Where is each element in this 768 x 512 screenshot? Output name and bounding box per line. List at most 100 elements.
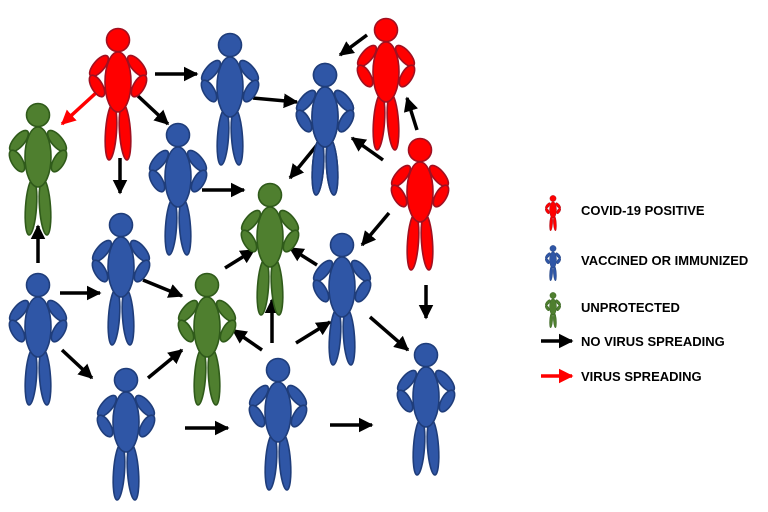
forearm	[295, 109, 313, 133]
head	[407, 137, 433, 163]
forearm	[556, 304, 561, 312]
no-virus-spreading-arrow	[288, 143, 319, 180]
forearm	[8, 319, 26, 343]
forearm	[545, 257, 550, 265]
covid-positive-person-icon	[88, 27, 148, 161]
forearm	[545, 304, 550, 312]
forearm	[390, 184, 408, 208]
torso	[264, 381, 292, 443]
forearm	[432, 184, 450, 208]
head	[413, 342, 439, 368]
legend-positive-label: COVID-19 POSITIVE	[581, 203, 705, 218]
forearm	[50, 319, 68, 343]
head	[113, 367, 139, 393]
torso	[412, 366, 440, 428]
no-virus-spreading-arrow	[295, 320, 332, 345]
forearm	[190, 169, 208, 193]
unprotected-person-icon	[8, 102, 68, 236]
torso	[164, 146, 192, 208]
torso	[372, 41, 400, 103]
forearm	[282, 229, 300, 253]
forearm	[50, 149, 68, 173]
head	[257, 182, 283, 208]
no-virus-spreading-arrow	[224, 248, 256, 270]
torso	[24, 296, 52, 358]
no-virus-spreading-arrow	[350, 136, 385, 162]
unprotected-person-icon	[240, 182, 300, 316]
no-virus-spreading-arrow	[368, 315, 410, 352]
head	[549, 292, 557, 299]
no-virus-spreading-arrow	[360, 211, 391, 247]
torso	[24, 126, 52, 188]
vaccinated-person-icon	[312, 232, 372, 366]
covid-positive-person-icon	[356, 17, 416, 151]
no-virus-spreading-arrow	[146, 348, 184, 380]
vaccinated-person-icon	[96, 367, 156, 501]
forearm	[96, 414, 114, 438]
vaccinated-person-icon	[248, 357, 308, 491]
torso	[107, 236, 135, 298]
torso	[549, 298, 557, 316]
no-virus-spreading-arrow	[136, 94, 170, 126]
forearm	[337, 109, 355, 133]
legend-unprotected-person-icon	[545, 292, 561, 329]
forearm	[219, 319, 237, 343]
forearm	[398, 64, 416, 88]
forearm	[133, 259, 151, 283]
forearm	[354, 279, 372, 303]
covid-positive-person-icon	[390, 137, 450, 271]
virus-spreading-arrow	[60, 90, 99, 126]
legend-vaccinated-person-icon	[545, 245, 561, 282]
forearm	[177, 319, 195, 343]
forearm	[556, 207, 561, 215]
legend-no-spread-label: NO VIRUS SPREADING	[581, 334, 725, 349]
no-virus-spreading-arrow	[60, 348, 94, 380]
head	[549, 245, 557, 252]
forearm	[356, 64, 374, 88]
legend-vaccinated-label: VACCINED OR IMMUNIZED	[581, 253, 748, 268]
head	[105, 27, 131, 53]
forearm	[148, 169, 166, 193]
forearm	[240, 229, 258, 253]
legend-spread-label: VIRUS SPREADING	[581, 369, 702, 384]
torso	[311, 86, 339, 148]
no-virus-spreading-arrow	[403, 96, 419, 131]
no-virus-spreading-arrow	[231, 328, 263, 352]
forearm	[248, 404, 266, 428]
forearm	[130, 74, 148, 98]
legend-unprotected-label: UNPROTECTED	[581, 300, 680, 315]
forearm	[545, 207, 550, 215]
people	[8, 17, 456, 501]
torso	[328, 256, 356, 318]
torso	[104, 51, 132, 113]
forearm	[138, 414, 156, 438]
legend: COVID-19 POSITIVE VACCINED OR IMMUNIZED …	[541, 195, 748, 384]
head	[549, 195, 557, 202]
head	[217, 32, 243, 58]
forearm	[242, 79, 260, 103]
vaccinated-person-icon	[295, 62, 355, 196]
forearm	[312, 279, 330, 303]
vaccinated-person-icon	[148, 122, 208, 256]
head	[108, 212, 134, 238]
torso	[112, 391, 140, 453]
forearm	[290, 404, 308, 428]
legend-positive-person-icon	[545, 195, 561, 232]
vaccinated-person-icon	[200, 32, 260, 166]
head	[194, 272, 220, 298]
head	[165, 122, 191, 148]
forearm	[438, 389, 456, 413]
forearm	[396, 389, 414, 413]
no-virus-spreading-arrow	[252, 93, 299, 109]
vaccinated-person-icon	[91, 212, 151, 346]
torso	[216, 56, 244, 118]
head	[329, 232, 355, 258]
head	[312, 62, 338, 88]
arrows	[30, 33, 434, 436]
torso	[549, 251, 557, 269]
unprotected-person-icon	[177, 272, 237, 406]
forearm	[91, 259, 109, 283]
torso	[406, 161, 434, 223]
vaccinated-person-icon	[396, 342, 456, 476]
